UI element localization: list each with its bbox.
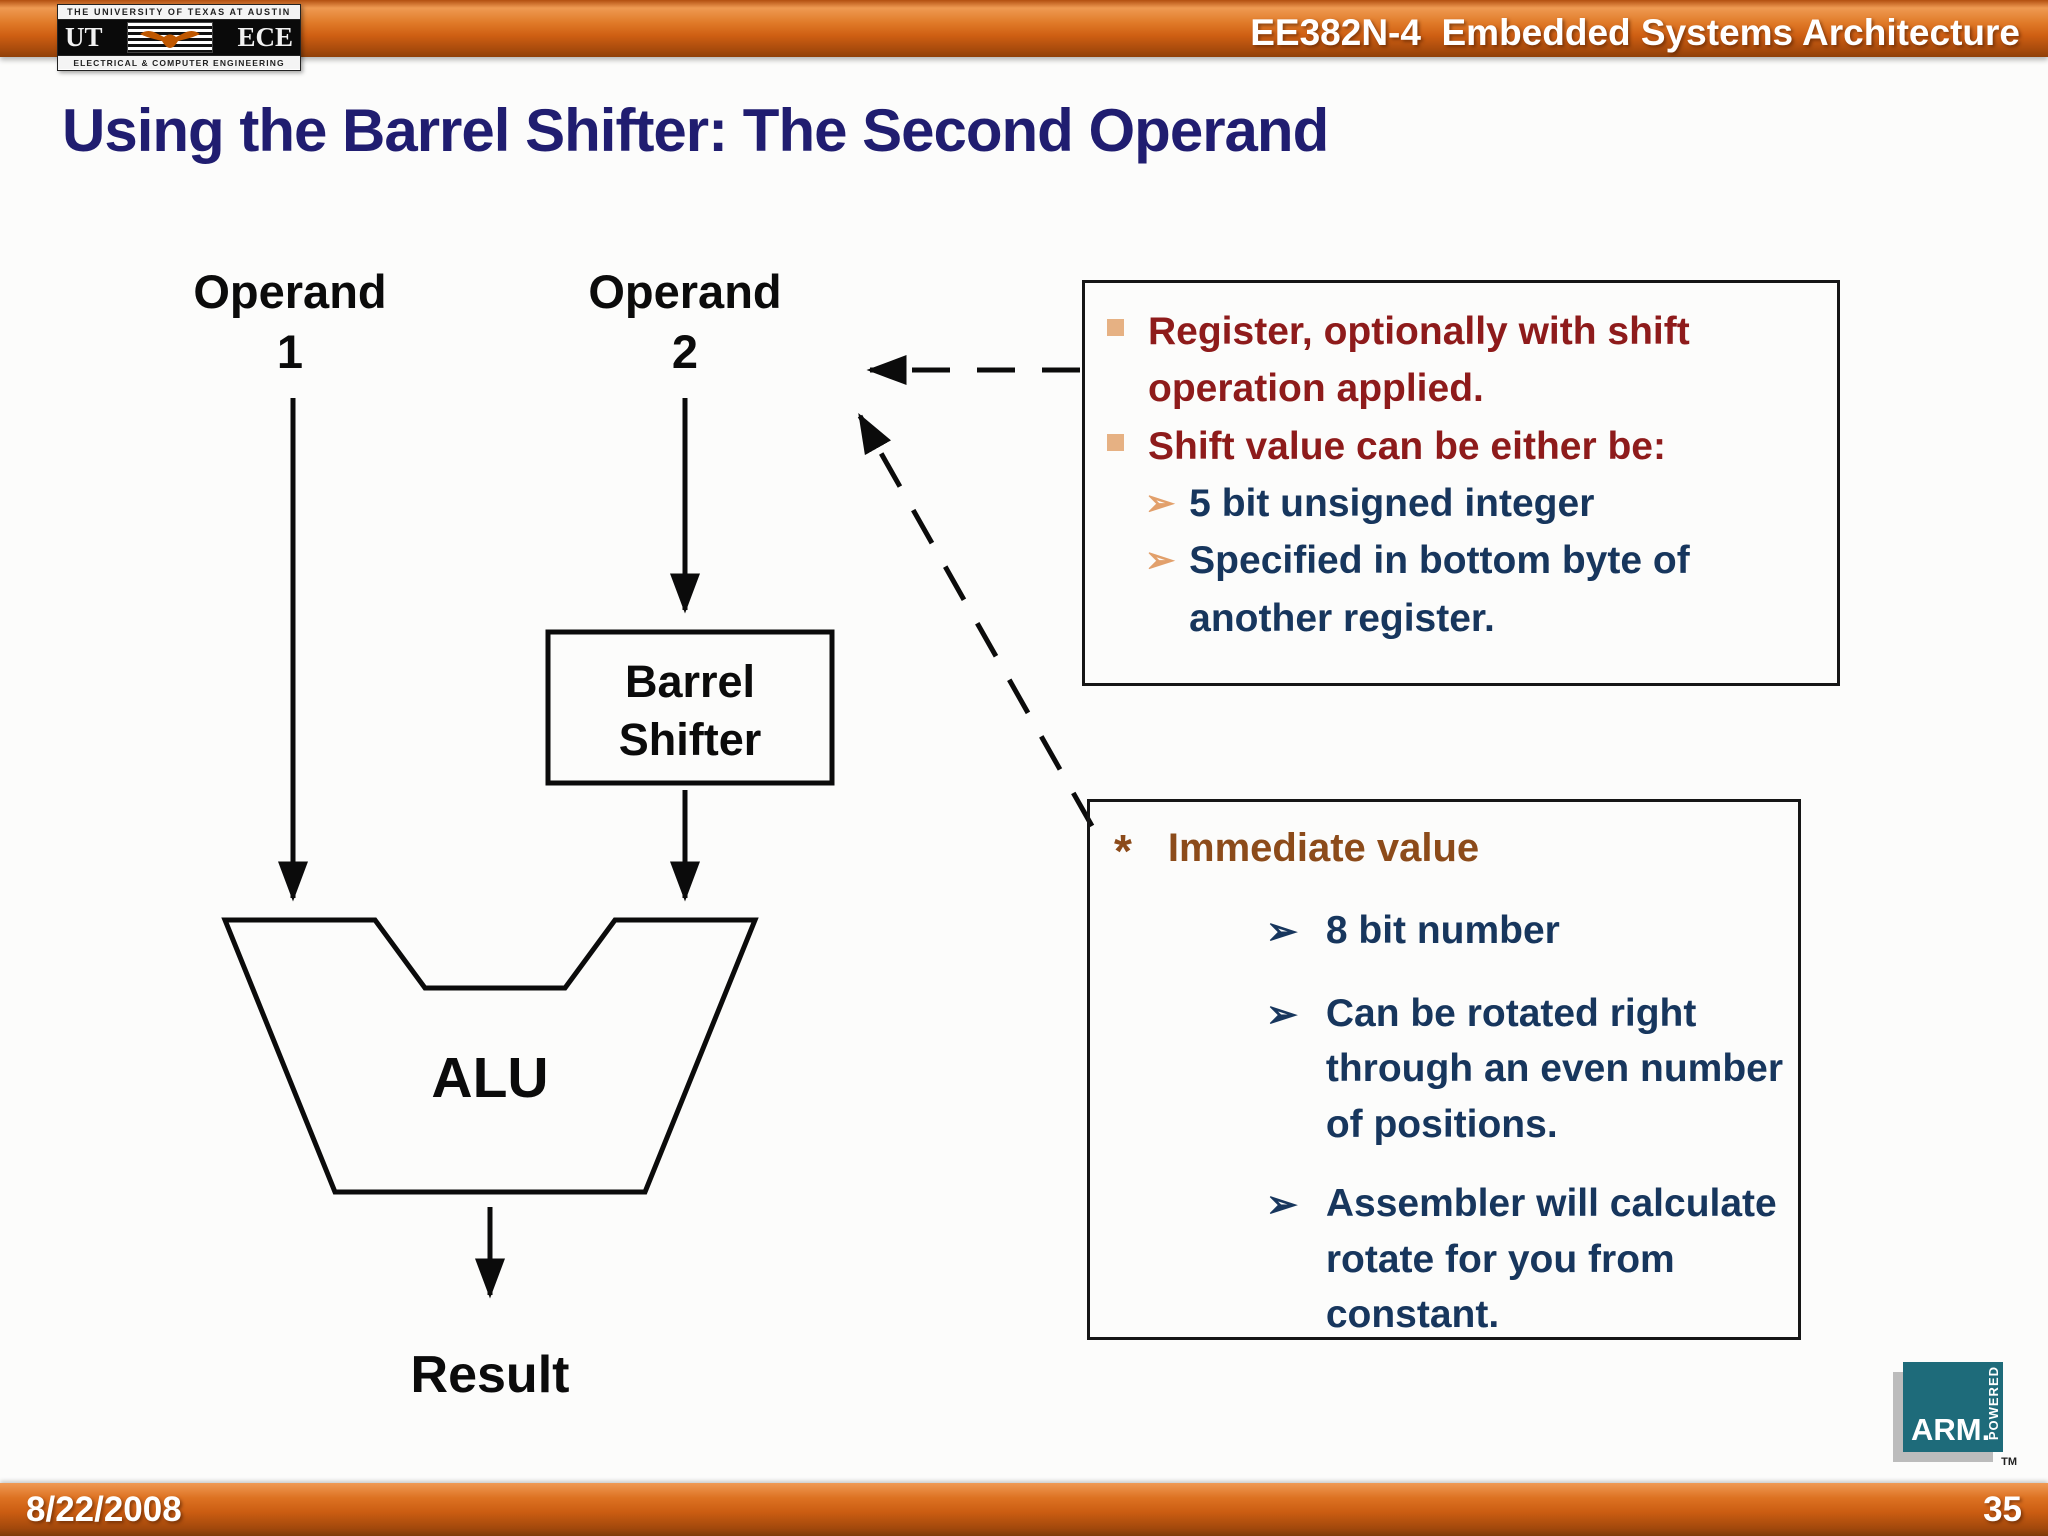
arrow-bullet-icon: ➢ xyxy=(1266,1184,1298,1227)
list-item: ➢ 8 bit number xyxy=(1266,903,1788,962)
operand2-label-line2: 2 xyxy=(672,325,698,378)
list-item: Register, optionally with shift operatio… xyxy=(1097,303,1823,418)
list-item-text: Shift value can be either be: xyxy=(1148,424,1666,468)
longhorn-icon xyxy=(139,30,200,48)
arrow-bullet-icon: ➢ xyxy=(1266,994,1298,1037)
arm-powered-text: POWERED xyxy=(1986,1366,2001,1441)
arm-tm-text: TM xyxy=(2001,1456,2017,1468)
register-shift-box: Register, optionally with shift operatio… xyxy=(1082,280,1840,686)
operand1-label-line2: 1 xyxy=(277,325,303,378)
list-item-text: Specified in bottom byte of another regi… xyxy=(1189,539,1690,640)
immediate-box-to-operand2-arrow xyxy=(857,412,1095,828)
arm-logo-text: ARM. xyxy=(1911,1412,1991,1447)
footer-bar: 8/22/2008 35 xyxy=(0,1483,2048,1536)
list-item: ➢ 5 bit unsigned integer xyxy=(1145,475,1823,532)
alu-shape xyxy=(221,917,759,1195)
square-bullet-icon xyxy=(1107,319,1124,336)
operand2-label-line1: Operand xyxy=(588,265,781,318)
list-item: * Immediate value xyxy=(1108,822,1788,879)
barrel-shifter-label-line2: Shifter xyxy=(619,714,762,765)
ut-ece-logo: THE UNIVERSITY OF TEXAS AT AUSTIN UT ECE… xyxy=(57,4,301,71)
result-label: Result xyxy=(411,1346,570,1404)
logo-ece-text: ECE xyxy=(237,22,293,52)
arm-powered-logo: ARM. POWERED TM xyxy=(1903,1362,2017,1468)
list-item-text: 8 bit number xyxy=(1325,909,1560,953)
asterisk-bullet-icon: * xyxy=(1114,825,1132,877)
list-item: ➢ Can be rotated right through an even n… xyxy=(1266,986,1788,1152)
square-bullet-icon xyxy=(1107,433,1124,451)
footer-page-number: 35 xyxy=(1983,1489,2022,1529)
arrow-bullet-icon: ➢ xyxy=(1145,481,1176,523)
list-item-text: Assembler will calculate rotate for you … xyxy=(1325,1182,1777,1336)
barrel-shifter-label-line1: Barrel xyxy=(625,656,755,707)
arrow-bullet-icon: ➢ xyxy=(1145,539,1176,581)
operand1-label-line1: Operand xyxy=(193,265,386,318)
list-item-text: Register, optionally with shift operatio… xyxy=(1148,310,1690,411)
course-title: EE382N-4 Embedded Systems Architecture xyxy=(1250,12,2020,53)
slide-title: Using the Barrel Shifter: The Second Ope… xyxy=(62,97,1329,164)
list-item-text: Can be rotated right through an even num… xyxy=(1325,992,1784,1146)
alu-label: ALU xyxy=(431,1046,548,1110)
logo-ut-text: UT xyxy=(65,22,103,52)
logo-main-row: UT ECE xyxy=(58,20,300,55)
immediate-value-box: * Immediate value ➢ 8 bit number ➢ Can b… xyxy=(1087,799,1801,1340)
list-item: Shift value can be either be: xyxy=(1097,418,1823,475)
arrow-bullet-icon: ➢ xyxy=(1266,911,1298,954)
barrel-shifter-box xyxy=(545,629,835,786)
header-bar: EE382N-4 Embedded Systems Architecture xyxy=(0,0,2048,57)
footer-date: 8/22/2008 xyxy=(26,1489,182,1529)
list-item-text: 5 bit unsigned integer xyxy=(1189,481,1595,525)
list-item: ➢ Specified in bottom byte of another re… xyxy=(1145,532,1823,647)
logo-university-text: THE UNIVERSITY OF TEXAS AT AUSTIN xyxy=(58,5,300,20)
logo-department-text: ELECTRICAL & COMPUTER ENGINEERING xyxy=(58,55,300,69)
list-item: ➢ Assembler will calculate rotate for yo… xyxy=(1266,1176,1788,1342)
logo-stripes xyxy=(126,22,213,53)
immediate-value-title: Immediate value xyxy=(1167,826,1480,870)
